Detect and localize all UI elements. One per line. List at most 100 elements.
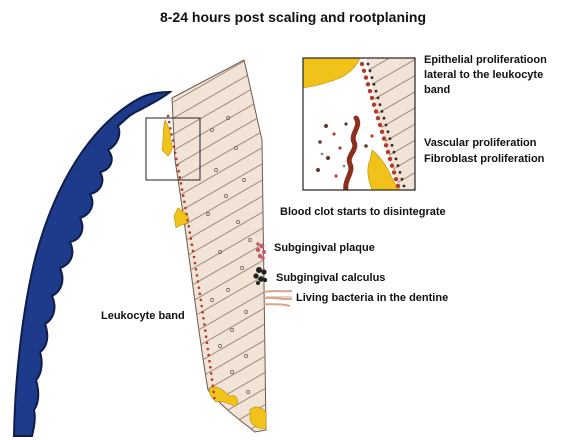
inset-leukocyte — [394, 157, 398, 161]
label-vascular-proliferation: Vascular proliferation — [424, 137, 537, 149]
inset-leukocyte — [391, 170, 397, 175]
diagram-title: 8-24 hours post scaling and rootplaning — [159, 9, 427, 25]
leukocyte — [172, 145, 176, 148]
leukocyte — [199, 298, 203, 302]
inset-leukocyte — [368, 69, 372, 73]
epithelial-proliferation — [173, 207, 189, 229]
inset-leukocyte — [395, 183, 401, 189]
leukocyte — [183, 200, 186, 204]
dentine-tubule — [224, 194, 228, 198]
inset-epithelium — [303, 58, 361, 89]
leukocyte — [170, 133, 173, 136]
leukocyte — [211, 384, 215, 388]
leukocyte — [198, 292, 202, 296]
leukocyte — [187, 225, 191, 228]
leukocyte — [212, 390, 215, 394]
leukocyte — [173, 151, 177, 155]
inset-leukocyte — [398, 171, 402, 174]
inset-blood-vessel — [343, 115, 361, 190]
leukocyte — [185, 212, 188, 216]
leukocyte — [184, 206, 187, 210]
inset-leukocyte — [393, 177, 399, 182]
inset-leukocyte — [381, 136, 387, 141]
epithelial-proliferation-lower — [209, 386, 238, 407]
inset-leukocyte — [383, 143, 389, 148]
dentine-tubule — [218, 250, 222, 254]
inset-leukocyte — [388, 137, 392, 141]
leukocyte — [193, 261, 197, 265]
dentine-tubule — [236, 220, 240, 224]
leukocyte — [190, 243, 194, 246]
leukocyte — [200, 304, 203, 308]
inset-cells — [316, 122, 374, 178]
dentine-tubule — [210, 128, 214, 132]
leukocyte — [176, 163, 179, 167]
inset-leukocyte — [366, 62, 370, 66]
inset-leukocyte — [377, 122, 383, 128]
leukocyte — [209, 372, 213, 375]
leukocyte — [209, 366, 212, 369]
leukocyte-band — [166, 114, 216, 400]
inset-leukocyte — [387, 156, 393, 162]
inset-leukocyte — [400, 177, 404, 181]
dentine-tubule — [242, 178, 246, 182]
inset-leukocyte — [376, 96, 380, 100]
inset-leukocyte — [385, 149, 391, 155]
leukocyte — [202, 317, 205, 320]
dentine-tubule — [230, 370, 234, 374]
dentine-tubule — [226, 288, 230, 292]
inset-leukocyte — [390, 143, 394, 147]
dentine-tubule — [210, 298, 214, 302]
label-fibroblast-proliferation: Fibroblast proliferation — [424, 153, 545, 165]
dentine-bacteria — [263, 290, 293, 307]
leukocyte — [181, 194, 185, 197]
dentine-tubule — [244, 354, 248, 358]
inset-leukocyte — [367, 88, 373, 94]
leukocyte — [195, 274, 199, 277]
leukocyte — [189, 237, 193, 240]
leukocyte — [203, 323, 206, 326]
dentine-tubule — [244, 310, 248, 314]
leukocyte — [206, 347, 210, 351]
leukocyte — [169, 127, 172, 130]
inset-leukocyte — [363, 75, 369, 80]
leukocyte — [186, 218, 189, 222]
dentine-tubule — [246, 390, 250, 394]
label-epithelial-2: lateral to the leukocyte — [424, 69, 544, 81]
leukocyte — [196, 280, 200, 283]
leukocyte — [204, 335, 208, 339]
leukocyte — [180, 188, 184, 191]
inset-leukocyte — [359, 61, 365, 67]
leukocyte — [188, 231, 192, 234]
inset-leukocyte — [396, 164, 400, 168]
label-epithelial-1: Epithelial proliferatioon — [424, 54, 547, 66]
inset-leukocyte — [402, 184, 406, 188]
label-subgingival-calculus: Subgingival calculus — [276, 272, 386, 284]
dentine-tubule — [240, 266, 244, 270]
inset-leukocyte — [371, 102, 377, 107]
inset-leukocyte — [373, 109, 379, 114]
leukocyte — [178, 176, 182, 179]
junctional-epithelium — [161, 119, 173, 157]
label-leukocyte-band: Leukocyte band — [101, 310, 185, 322]
inset-epithelium-lower — [367, 149, 401, 190]
dentine-tubules — [206, 116, 252, 394]
leukocyte — [210, 378, 214, 381]
inset-leukocyte — [372, 82, 376, 86]
leukocyte — [207, 353, 210, 357]
inset-leukocyte — [389, 163, 395, 168]
label-subgingival-plaque: Subgingival plaque — [274, 242, 375, 254]
label-dentine-bacteria: Living bacteria in the dentine — [296, 292, 449, 304]
subgingival-calculus — [253, 267, 268, 285]
inset-magnified-view — [302, 57, 416, 191]
leukocyte — [171, 139, 175, 142]
subgingival-plaque — [255, 242, 266, 260]
dentine-tubule — [234, 146, 238, 150]
leukocyte — [213, 396, 216, 400]
inset-leukocyte — [370, 76, 374, 79]
inset-leukocyte — [386, 130, 390, 134]
inset-leukocyte — [365, 82, 371, 87]
leukocyte — [191, 249, 195, 253]
dentine-tubule — [214, 168, 218, 172]
